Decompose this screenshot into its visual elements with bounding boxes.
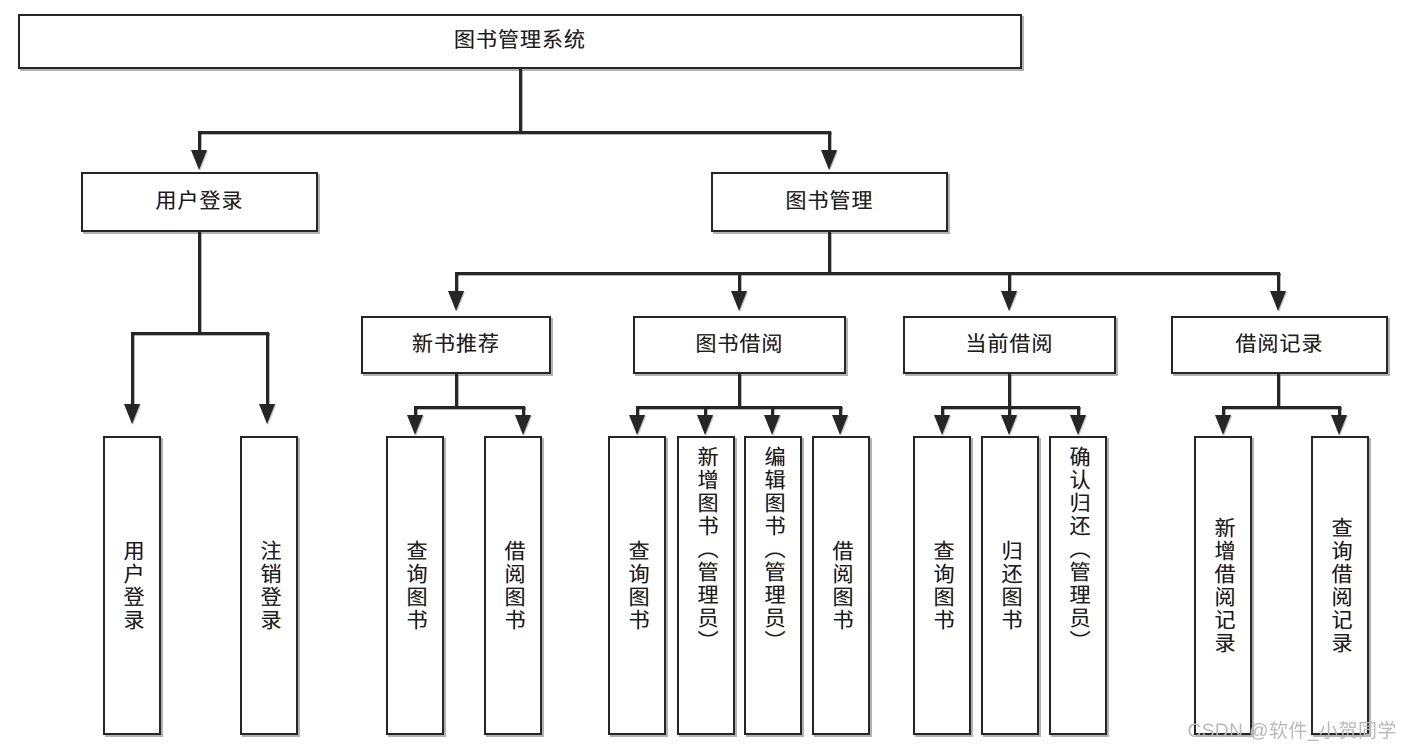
node-label: 查询图书 xyxy=(404,539,428,632)
connector-root-to-book-manage xyxy=(828,131,831,153)
arrowhead-node-book-borrow xyxy=(731,291,747,311)
arrowhead-node-new-book-recommend xyxy=(448,291,464,311)
connector-borrow-record-fanbar xyxy=(1222,406,1341,409)
node-label: 查询借阅记录 xyxy=(1329,516,1353,655)
connector-borrow-record-drop-2 xyxy=(1338,406,1341,418)
arrowhead-node-borrow-record xyxy=(1270,291,1286,311)
node-leaf-borrow-book-1[interactable]: 借阅图书 xyxy=(484,436,542,735)
arrowhead-leaf-return-book xyxy=(1001,415,1017,435)
node-label: 查询图书 xyxy=(626,539,650,632)
arrowhead-root-to-user-login xyxy=(191,150,207,170)
connector-book-manage-drop-4 xyxy=(1277,272,1280,294)
connector-book-manage-drop-1 xyxy=(455,272,458,294)
connector-book-borrow-drop-2 xyxy=(704,406,707,418)
node-label: 当前借阅 xyxy=(965,332,1054,356)
connector-new-book-fanbar xyxy=(414,406,525,409)
node-label: 新书推荐 xyxy=(412,332,500,356)
node-label: 用户登录 xyxy=(155,189,244,213)
connector-book-borrow-drop-3 xyxy=(771,406,774,418)
connector-user-login-fanbar xyxy=(131,332,269,335)
connector-book-manage-drop-2 xyxy=(738,272,741,294)
node-leaf-return-book[interactable]: 归还图书 xyxy=(981,436,1039,735)
connector-current-borrow-drop-3 xyxy=(1077,406,1080,418)
node-leaf-add-book[interactable]: 新增图书（管理员） xyxy=(677,436,735,735)
node-leaf-user-login[interactable]: 用户登录 xyxy=(103,436,161,735)
node-leaf-query-book-2[interactable]: 查询图书 xyxy=(608,436,666,735)
connector-new-book-drop-2 xyxy=(522,406,525,418)
node-leaf-confirm-return[interactable]: 确认归还（管理员） xyxy=(1049,436,1107,735)
connector-user-login-stem xyxy=(198,232,201,334)
arrowhead-leaf-logout-login xyxy=(259,404,275,424)
connector-user-login-right-drop xyxy=(266,332,269,407)
arrowhead-leaf-edit-book xyxy=(764,415,780,435)
arrowhead-leaf-borrow-book-1 xyxy=(515,415,531,435)
node-book-management[interactable]: 图书管理 xyxy=(711,172,948,232)
arrowhead-leaf-query-book-1 xyxy=(407,415,423,435)
node-label: 编辑图书（管理员） xyxy=(762,446,786,653)
node-label: 图书管理 xyxy=(785,189,874,213)
connector-current-borrow-stem xyxy=(1008,374,1011,408)
connector-book-manage-stem xyxy=(828,232,831,274)
arrowhead-leaf-add-record xyxy=(1215,415,1231,435)
node-label: 新增图书（管理员） xyxy=(695,446,719,653)
node-book-borrow[interactable]: 图书借阅 xyxy=(633,316,846,374)
connector-book-borrow-drop-1 xyxy=(636,406,639,418)
node-label: 注销登录 xyxy=(258,539,282,632)
connector-new-book-drop-1 xyxy=(414,406,417,418)
node-leaf-query-book-1[interactable]: 查询图书 xyxy=(386,436,444,735)
node-book-management-system[interactable]: 图书管理系统 xyxy=(18,14,1022,69)
connector-book-borrow-stem xyxy=(738,374,741,408)
node-user-login[interactable]: 用户登录 xyxy=(81,172,318,232)
connector-current-borrow-drop-2 xyxy=(1008,406,1011,418)
connector-current-borrow-drop-1 xyxy=(941,406,944,418)
arrowhead-leaf-add-book xyxy=(697,415,713,435)
arrowhead-node-current-borrow xyxy=(1001,291,1017,311)
node-leaf-logout-login[interactable]: 注销登录 xyxy=(240,436,298,735)
node-leaf-edit-book[interactable]: 编辑图书（管理员） xyxy=(744,436,802,735)
arrowhead-root-to-book-manage xyxy=(821,150,837,170)
arrowhead-leaf-borrow-book-2 xyxy=(832,415,848,435)
node-label: 新增借阅记录 xyxy=(1212,516,1236,655)
connector-book-borrow-fanbar xyxy=(636,406,842,409)
node-label: 归还图书 xyxy=(999,539,1023,632)
arrowhead-leaf-user-login xyxy=(124,404,140,424)
node-label: 借阅图书 xyxy=(502,539,526,632)
node-label: 确认归还（管理员） xyxy=(1067,446,1091,653)
node-label: 用户登录 xyxy=(121,539,145,632)
connector-book-borrow-drop-4 xyxy=(839,406,842,418)
node-label: 借阅记录 xyxy=(1235,332,1324,356)
connector-borrow-record-drop-1 xyxy=(1222,406,1225,418)
node-new-book-recommend[interactable]: 新书推荐 xyxy=(361,316,551,374)
node-leaf-borrow-book-2[interactable]: 借阅图书 xyxy=(812,436,870,735)
node-leaf-add-record[interactable]: 新增借阅记录 xyxy=(1194,436,1252,735)
node-leaf-query-book-3[interactable]: 查询图书 xyxy=(913,436,971,735)
node-label: 借阅图书 xyxy=(830,539,854,632)
connector-book-manage-drop-3 xyxy=(1008,272,1011,294)
arrowhead-leaf-query-record xyxy=(1331,415,1347,435)
node-label: 图书管理系统 xyxy=(454,29,586,53)
connector-root-to-user-login xyxy=(198,131,201,153)
connector-root-fanbar xyxy=(198,131,831,134)
connector-user-login-left-drop xyxy=(131,332,134,407)
connector-borrow-record-stem xyxy=(1277,374,1280,408)
arrowhead-leaf-confirm-return xyxy=(1070,415,1086,435)
node-label: 图书借阅 xyxy=(695,332,784,356)
node-current-borrow[interactable]: 当前借阅 xyxy=(903,316,1116,374)
node-label: 查询图书 xyxy=(931,539,955,632)
connector-book-manage-fanbar xyxy=(455,272,1280,275)
arrowhead-leaf-query-book-2 xyxy=(629,415,645,435)
connector-new-book-stem xyxy=(455,374,458,408)
connector-root-stem xyxy=(519,69,522,133)
node-leaf-query-record[interactable]: 查询借阅记录 xyxy=(1311,436,1369,735)
node-borrow-record[interactable]: 借阅记录 xyxy=(1171,316,1388,374)
arrowhead-leaf-query-book-3 xyxy=(934,415,950,435)
